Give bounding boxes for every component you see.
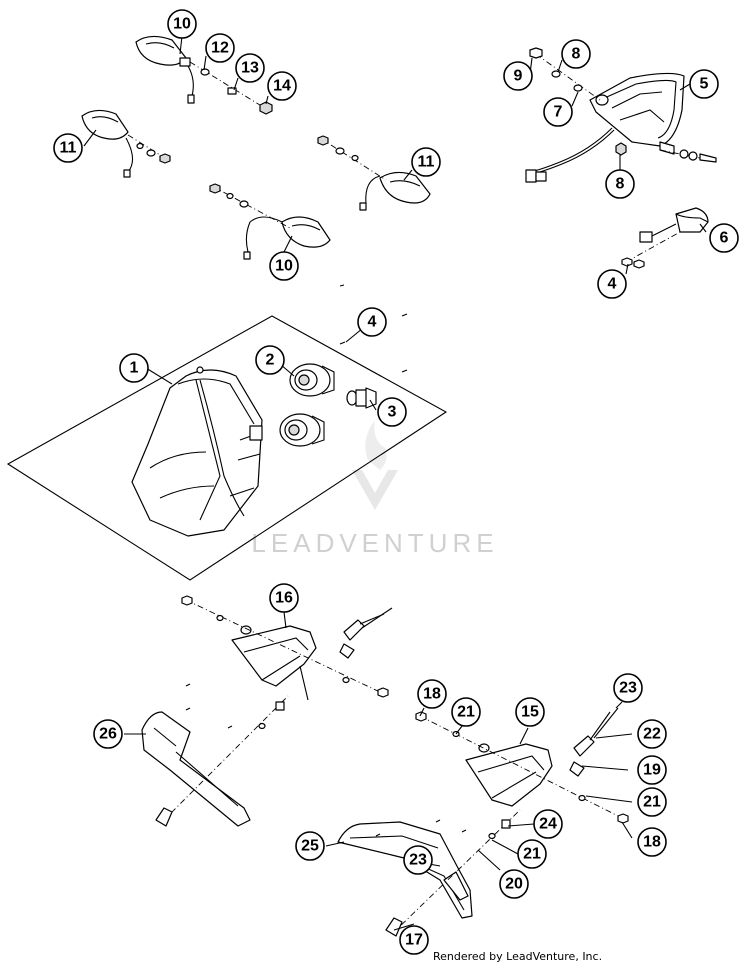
callout-5: 5	[689, 69, 719, 99]
svg-text:21: 21	[643, 794, 661, 811]
watermark-text: LEADVENTURE	[251, 528, 498, 558]
headlight-frame-outline	[6, 315, 448, 581]
turn-signal-rear-left[interactable]	[81, 109, 171, 178]
svg-text:18: 18	[643, 834, 661, 851]
svg-text:15: 15	[521, 704, 539, 721]
callout-19: 19	[637, 755, 667, 785]
svg-text:6: 6	[720, 230, 729, 247]
screws	[339, 284, 408, 373]
headlight-lens-upper[interactable]	[289, 363, 335, 397]
headlight-lens-lower[interactable]	[279, 413, 325, 447]
svg-text:24: 24	[539, 816, 557, 833]
svg-text:14: 14	[273, 78, 291, 95]
mirror-bracket-right[interactable]	[337, 809, 521, 937]
svg-text:17: 17	[405, 932, 423, 949]
callout-3: 3	[377, 397, 407, 427]
callout-25: 25	[295, 831, 325, 861]
headlight-assembly[interactable]	[131, 366, 263, 537]
callout-8: 8	[561, 39, 591, 69]
callout-22: 22	[637, 719, 667, 749]
svg-text:22: 22	[643, 726, 661, 743]
callout-18: 18	[417, 679, 447, 709]
mirror-left[interactable]	[181, 595, 393, 701]
svg-text:11: 11	[60, 140, 77, 157]
svg-text:12: 12	[211, 40, 229, 57]
svg-text:2: 2	[266, 352, 275, 369]
svg-text:25: 25	[301, 838, 319, 855]
callout-18: 18	[637, 827, 667, 857]
svg-text:4: 4	[608, 276, 617, 293]
callout-21: 21	[451, 697, 481, 727]
callout-7: 7	[543, 97, 573, 127]
callout-21: 21	[637, 787, 667, 817]
svg-text:26: 26	[99, 726, 117, 743]
svg-text:20: 20	[505, 876, 523, 893]
callout-9: 9	[503, 61, 533, 91]
callout-10: 10	[269, 251, 299, 281]
callout-8: 8	[605, 169, 635, 199]
callout-2: 2	[255, 345, 285, 375]
svg-text:21: 21	[523, 846, 541, 863]
callout-13: 13	[235, 53, 265, 83]
callout-4: 4	[597, 269, 627, 299]
callout-4: 4	[357, 307, 387, 337]
tail-light-assembly[interactable]	[525, 47, 717, 183]
callout-11: 11	[411, 147, 441, 177]
license-plate-light[interactable]	[621, 207, 709, 269]
svg-text:3: 3	[388, 404, 397, 421]
callout-20: 20	[499, 869, 529, 899]
callout-6: 6	[709, 223, 739, 253]
svg-text:18: 18	[423, 686, 441, 703]
turn-signal-rear-right[interactable]	[317, 135, 431, 211]
callout-17: 17	[399, 925, 429, 955]
mirror-right[interactable]	[415, 707, 629, 824]
svg-text:10: 10	[173, 16, 191, 33]
svg-text:10: 10	[275, 258, 293, 275]
svg-text:19: 19	[643, 762, 661, 779]
turn-signal-front-right[interactable]	[209, 183, 331, 260]
callout-26: 26	[93, 719, 123, 749]
svg-text:5: 5	[700, 76, 709, 93]
svg-text:8: 8	[616, 176, 625, 193]
watermark-logo	[352, 420, 398, 510]
callout-10: 10	[167, 9, 197, 39]
callout-14: 14	[267, 71, 297, 101]
callout-1: 1	[119, 353, 149, 383]
mirror-bracket-left[interactable]	[141, 683, 289, 827]
svg-text:16: 16	[275, 590, 293, 607]
svg-text:23: 23	[619, 680, 637, 697]
svg-text:4: 4	[368, 314, 377, 331]
callout-23: 23	[613, 673, 643, 703]
callout-15: 15	[515, 697, 545, 727]
callout-21: 21	[517, 839, 547, 869]
svg-text:9: 9	[514, 68, 523, 85]
svg-text:21: 21	[457, 704, 475, 721]
svg-text:7: 7	[554, 104, 563, 121]
svg-text:13: 13	[241, 60, 259, 77]
svg-text:23: 23	[409, 852, 427, 869]
callout-23: 23	[403, 845, 433, 875]
svg-text:11: 11	[418, 154, 435, 171]
svg-text:8: 8	[572, 46, 581, 63]
callout-11: 11	[53, 133, 83, 163]
svg-text:1: 1	[130, 360, 139, 377]
callout-24: 24	[533, 809, 563, 839]
callout-16: 16	[269, 583, 299, 613]
callout-12: 12	[205, 33, 235, 63]
render-credit: Rendered by LeadVenture, Inc.	[433, 950, 603, 963]
turn-signal-front-left[interactable]	[135, 35, 273, 115]
headlight-bulb[interactable]	[346, 387, 377, 409]
